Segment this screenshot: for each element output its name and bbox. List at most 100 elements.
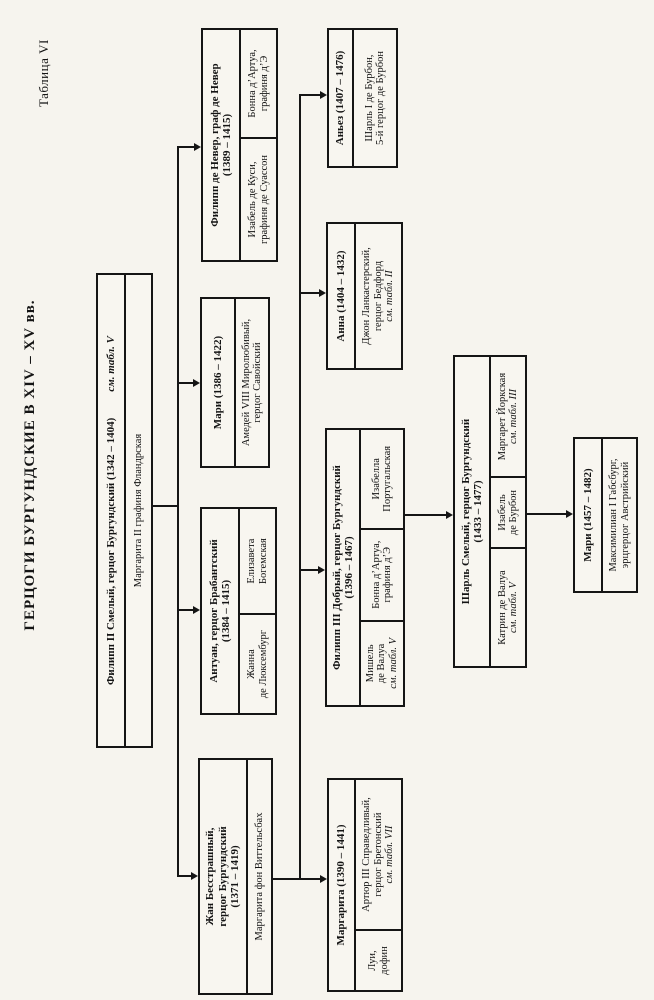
person-name: Филипп III Добрый, герцог Бургундский: [330, 465, 343, 670]
table-ref: см. табл. II: [384, 270, 396, 322]
connector-line: [299, 94, 301, 880]
node-anna: Анна (1404 – 1432) Джон Ланкастерский, г…: [326, 222, 403, 370]
node-philippe3: Филипп III Добрый, герцог Бургундский (1…: [325, 428, 405, 707]
spouse-name: дофин: [378, 946, 390, 975]
spouse-cell: Амедей VIII Миролюбивый, герцог Савойски…: [236, 299, 268, 466]
spouse-name: Джон Ланкастерский,: [361, 247, 373, 345]
arrow-down-icon: [193, 606, 200, 614]
person-name-row: Маргарита (1390 – 1441): [329, 780, 356, 990]
spouse-name: эрцгерцог Австрийский: [619, 461, 631, 569]
arrow-down-icon: [566, 510, 573, 518]
person-name-row: Мари (1457 – 1482): [575, 439, 603, 591]
node-philippe-nevers: Филипп де Невер, граф де Невер (1389 – 1…: [201, 28, 278, 262]
spouse-cell: Жанна де Люксембург: [240, 613, 275, 713]
person-name-row: Мари (1386 – 1422): [202, 299, 236, 466]
spouse-name: герцог Бретонский: [372, 812, 384, 897]
spouse-name: де Люксембург: [257, 629, 269, 699]
arrow-down-icon: [318, 566, 325, 574]
person-name: Жан Бесстрашный,: [204, 827, 217, 926]
spouse-cell: Бонна д’Артуа, графиня д’Э: [361, 527, 403, 620]
spouse-cell: Максимилиан I Габсбург, эрцгерцог Австри…: [603, 439, 636, 591]
connector-line: [153, 505, 179, 507]
person-name-row: Филипп II Смелый, герцог Бургундский (13…: [98, 275, 126, 746]
spouse-name: Бонна д’Артуа,: [247, 49, 258, 118]
spouse-name: Маргарита фон Виттельсбах: [253, 812, 265, 941]
person-dates: (1396 – 1467): [343, 536, 355, 599]
node-marie1386: Мари (1386 – 1422) Амедей VIII Миролюбив…: [200, 297, 270, 468]
person-name: Маргарита (1390 – 1441): [335, 824, 348, 946]
spouse-cell: Изабелла Португальская: [361, 430, 403, 528]
node-charles: Шарль Смелый, герцог Бургундский (1433 –…: [453, 355, 527, 668]
person-name-row: Филипп де Невер, граф де Невер (1389 – 1…: [203, 30, 241, 260]
node-jean: Жан Бесстрашный, герцог Бургундский (137…: [198, 758, 273, 995]
person-name: Антуан, герцог Брабантский: [207, 539, 220, 683]
person-name-row: Антуан, герцог Брабантский (1384 – 1415): [202, 509, 240, 713]
arrow-down-icon: [194, 143, 201, 151]
person-name: Шарль Смелый, герцог Бургундский: [459, 418, 472, 605]
person-name: Анна (1404 – 1432): [334, 250, 347, 342]
spouse-cell: Луи, дофин: [356, 929, 401, 990]
person-dates: (1389 – 1415): [221, 113, 233, 177]
spouse-name: Португальская: [382, 445, 393, 512]
connector-line: [299, 878, 321, 880]
arrow-down-icon: [446, 511, 453, 519]
table-ref: см. табл. V: [104, 335, 117, 392]
table-ref: см. табл. V: [508, 582, 519, 633]
spouse-name: Жанна: [246, 649, 257, 679]
table-ref: см. табл. VII: [384, 825, 396, 884]
table-ref: см. табл. III: [508, 389, 519, 444]
arrow-down-icon: [320, 91, 327, 99]
connector-line: [299, 94, 321, 96]
spouse-cell: Бонна д’Артуа, графиня д’Э: [241, 30, 276, 137]
node-agnes: Аньез (1407 – 1476) Шарль I де Бурбон, 5…: [327, 28, 398, 168]
connector-line: [405, 514, 447, 516]
person-name-row: Шарль Смелый, герцог Бургундский (1433 –…: [455, 357, 491, 666]
spouse-name: Маргарет Йоркская: [496, 372, 508, 461]
spouse-name: Максимилиан I Габсбург,: [608, 458, 619, 572]
person-name-row: Анна (1404 – 1432): [328, 224, 356, 368]
spouse-cell: Маргарита II графиня Фландрская: [126, 275, 151, 746]
page-title: ГЕРЦОГИ БУРГУНДСКИЕ В XIV – XV вв.: [22, 299, 38, 631]
spouse-cell: Изабель де Бурбон: [491, 475, 525, 548]
spouse-cell: Джон Ланкастерский, герцог Бедфорд см. т…: [356, 224, 401, 368]
person-name-row: Филипп III Добрый, герцог Бургундский (1…: [327, 430, 361, 705]
spouse-name: Катрин де Валуа: [496, 570, 508, 645]
spouse-name: графиня д’Э: [382, 546, 393, 603]
spouse-cell: Катрин де Валуа см. табл. V: [491, 547, 525, 666]
person-name: Мари (1386 – 1422): [211, 335, 224, 430]
connector-line: [273, 878, 300, 880]
person-name: Аньез (1407 – 1476): [334, 50, 347, 146]
spouse-cell: Маргарет Йоркская см. табл. III: [491, 357, 525, 476]
spouse-name: графиня де Суассон: [258, 154, 270, 244]
spouse-cell: Шарль I де Бурбон, 5-й герцог де Бурбон: [354, 30, 396, 166]
connector-line: [299, 569, 319, 571]
spouse-name: Артюр III Справедливый,: [361, 797, 373, 912]
arrow-down-icon: [319, 289, 326, 297]
connector-line: [177, 146, 195, 148]
spouse-name: графиня д’Э: [258, 55, 270, 112]
connector-line: [177, 146, 179, 877]
person-name-row: Жан Бесстрашный, герцог Бургундский (137…: [200, 760, 248, 993]
person-name: Филипп II Смелый, герцог Бургундский (13…: [104, 417, 117, 686]
spouse-cell: Мишель де Валуа см. табл. V: [361, 619, 403, 705]
table-ref: см. табл. V: [387, 637, 399, 689]
spouse-name: Изабель де Куси,: [247, 161, 258, 238]
spouse-name: Мишель: [364, 644, 376, 683]
spouse-name: герцог Савойский: [252, 342, 263, 423]
connector-line: [177, 875, 192, 877]
spouse-name: де Валуа: [376, 643, 388, 684]
spouse-name: герцог Бедфорд: [372, 260, 384, 332]
spouse-name: Изабелла: [370, 458, 382, 500]
spouse-name: 5-й герцог де Бурбон: [375, 51, 386, 145]
spouse-name: Богемская: [257, 538, 269, 584]
person-dates: (1384 – 1415): [220, 579, 232, 643]
spouse-cell: Изабель де Куси, графиня де Суассон: [241, 136, 276, 260]
arrow-down-icon: [193, 379, 200, 387]
person-name-row: Аньез (1407 – 1476): [329, 30, 354, 166]
person-name: Мари (1457 – 1482): [581, 468, 594, 562]
node-philippe2: Филипп II Смелый, герцог Бургундский (13…: [96, 273, 153, 748]
node-antoine: Антуан, герцог Брабантский (1384 – 1415)…: [200, 507, 277, 715]
person-name: Филипп де Невер, граф де Невер: [208, 63, 221, 227]
connector-line: [527, 513, 567, 515]
